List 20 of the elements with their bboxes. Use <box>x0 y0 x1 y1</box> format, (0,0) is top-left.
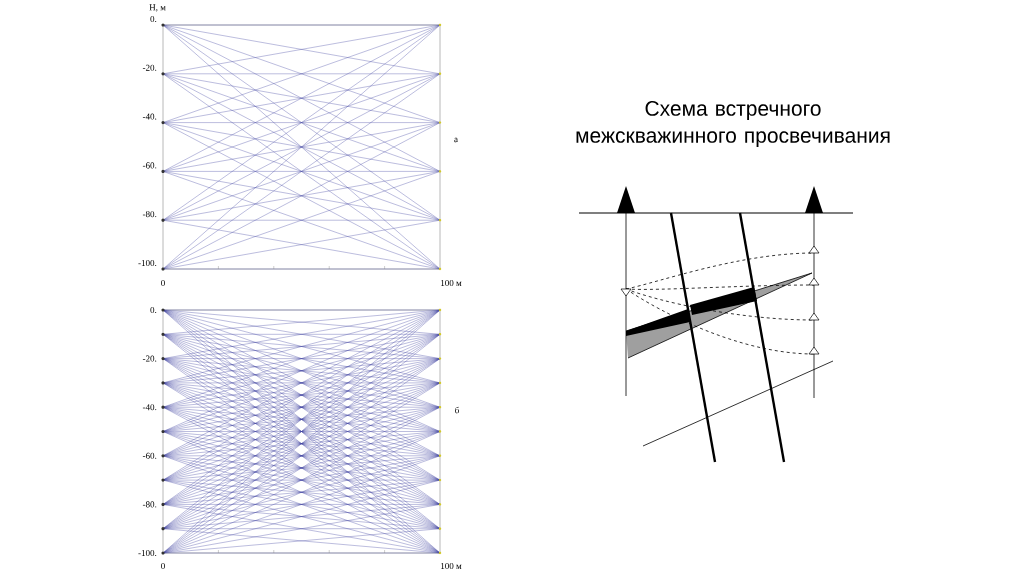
tick-label: -100. <box>138 259 157 267</box>
tick-label: 100 м <box>441 279 462 287</box>
title: Схема встречного межскважинного просвечивания <box>576 101 890 147</box>
tick-label: -20. <box>142 355 157 362</box>
tick-label: -100. <box>138 549 157 557</box>
panel-label: б <box>455 406 459 414</box>
tick-label: -60. <box>142 452 157 459</box>
tick-label: -40. <box>142 113 157 120</box>
tick-label: -20. <box>142 64 157 71</box>
tick-label: 0. <box>150 306 157 314</box>
panel-label: а <box>454 137 458 143</box>
tick-label: -40. <box>142 404 157 411</box>
tick-label: 0. <box>150 15 157 23</box>
tick-label: 0 <box>161 562 165 570</box>
axis-title: H, м <box>149 4 166 12</box>
tick-label: -80. <box>142 501 157 508</box>
tick-label: 0 <box>161 279 165 287</box>
tick-label: 100 м <box>441 562 462 570</box>
tick-label: -80. <box>142 211 157 218</box>
tick-label: -60. <box>142 162 157 169</box>
